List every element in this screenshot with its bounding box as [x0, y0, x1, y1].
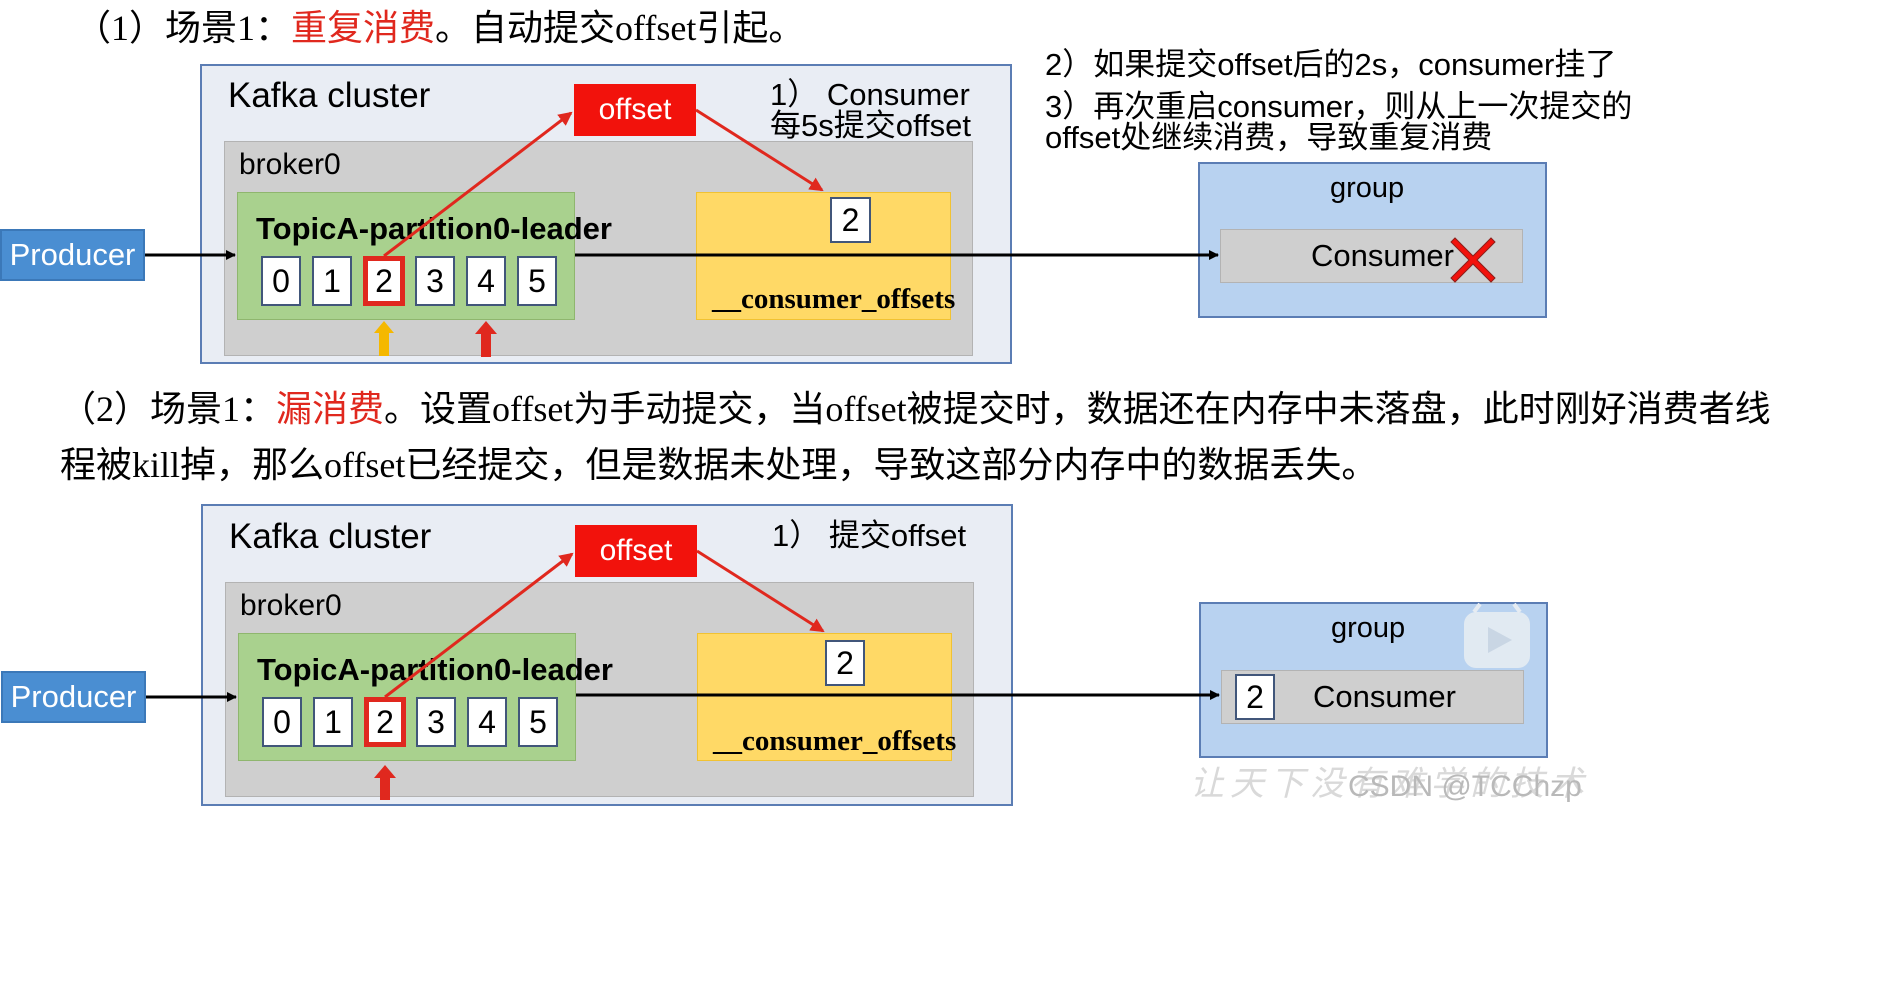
offset-cell-5: 5: [518, 697, 558, 747]
step1-label-2: 1） 提交offset: [772, 518, 967, 553]
scene1-heading-suffix: 。自动提交offset引起。: [435, 8, 805, 48]
offset-cell-1: 1: [313, 697, 353, 747]
broker-label-2: broker0: [240, 589, 342, 622]
consumer-label-1: Consumer: [1311, 238, 1454, 273]
consumer-1: Consumer: [1220, 229, 1523, 283]
note-line-1: 2）如果提交offset后的2s，consumer挂了: [1045, 47, 1617, 82]
note-line-2: 3）再次重启consumer，则从上一次提交的: [1045, 89, 1633, 124]
scene2-paragraph-line1: （2）场景1：漏消费。设置offset为手动提交，当offset被提交时，数据还…: [60, 391, 1771, 427]
offset-cell-3: 3: [416, 697, 456, 747]
offset-cell-0: 0: [261, 256, 301, 306]
offset-cell-3: 3: [415, 256, 455, 306]
scene1-heading-prefix: （1）场景1：: [75, 8, 292, 48]
consumer-label-2: Consumer: [1313, 679, 1456, 714]
group-label-2: group: [1331, 612, 1406, 644]
offset-tag-2: offset: [575, 525, 697, 577]
scene2-paragraph-line2: 程被kill掉，那么offset已经提交，但是数据未处理，导致这部分内存中的数据…: [60, 445, 1378, 485]
producer-1: Producer: [0, 229, 145, 281]
step1-label-line2: 每5s提交offset: [770, 108, 972, 143]
committed-offset-value-2: 2: [825, 640, 865, 686]
offset-cell-4: 4: [466, 256, 506, 306]
watermark-cursive: 让天下没有难学的技术: [1190, 765, 1590, 803]
cluster-title-2: Kafka cluster: [229, 517, 432, 556]
broker-label-1: broker0: [239, 148, 341, 181]
offset-cell-2-selected: 2: [363, 256, 405, 306]
scene2-para-suffix: 。设置offset为手动提交，当offset被提交时，数据还在内存中未落盘，此时…: [384, 389, 1771, 429]
offset-cell-5: 5: [517, 256, 557, 306]
offset-cell-0: 0: [262, 697, 302, 747]
producer-2: Producer: [1, 671, 146, 723]
partition-title-2: TopicA-partition0-leader: [257, 652, 613, 687]
scene1-heading-highlight: 重复消费: [291, 8, 436, 48]
offset-cell-4: 4: [467, 697, 507, 747]
consumer-value-2: 2: [1235, 674, 1275, 720]
watermark-csdn: CSDN @TCChzp: [1348, 770, 1582, 803]
cluster-title-1: Kafka cluster: [228, 76, 431, 115]
offset-cell-1: 1: [312, 256, 352, 306]
consumer-offsets-label-2: __consumer_offsets: [713, 725, 957, 757]
committed-offset-value-1: 2: [830, 197, 871, 243]
step1-label-line1: 1） Consumer: [770, 77, 970, 112]
scene2-para-prefix: （2）场景1：: [60, 389, 277, 429]
consumer-2: 2 Consumer: [1221, 670, 1524, 724]
offset-cell-2-selected: 2: [364, 697, 406, 747]
group-label-1: group: [1330, 172, 1405, 204]
consumer-offsets-topic-2: [697, 633, 952, 761]
scene1-heading: （1）场景1：重复消费。自动提交offset引起。: [75, 10, 804, 46]
offset-tag-1: offset: [574, 84, 696, 136]
scene2-para-highlight: 漏消费: [276, 389, 385, 429]
note-line-3: offset处继续消费，导致重复消费: [1045, 120, 1493, 155]
partition-title-1: TopicA-partition0-leader: [256, 211, 612, 246]
consumer-offsets-label-1: __consumer_offsets: [712, 283, 956, 315]
